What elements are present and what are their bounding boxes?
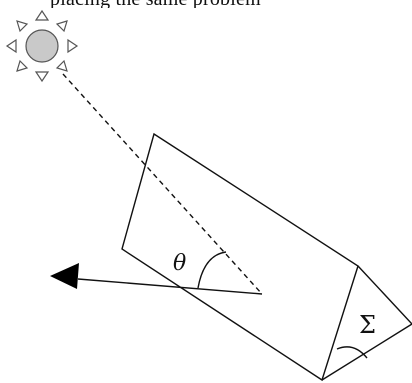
sun-icon	[5, 9, 79, 83]
ground-support-line	[321, 265, 412, 381]
sigma-angle-arc	[336, 346, 368, 359]
cropped-top-text: placing the same problem	[50, 0, 261, 8]
normal-vector-line	[77, 278, 263, 295]
normal-vector-arrowhead	[50, 263, 79, 289]
cropped-top-text-strip: placing the same problem	[0, 0, 412, 8]
sun-ray-line	[62, 73, 263, 295]
sigma-label: Σ	[359, 311, 376, 339]
theta-label: θ	[173, 251, 186, 276]
theta-angle-arc	[197, 251, 227, 289]
tilted-panel	[121, 132, 359, 382]
